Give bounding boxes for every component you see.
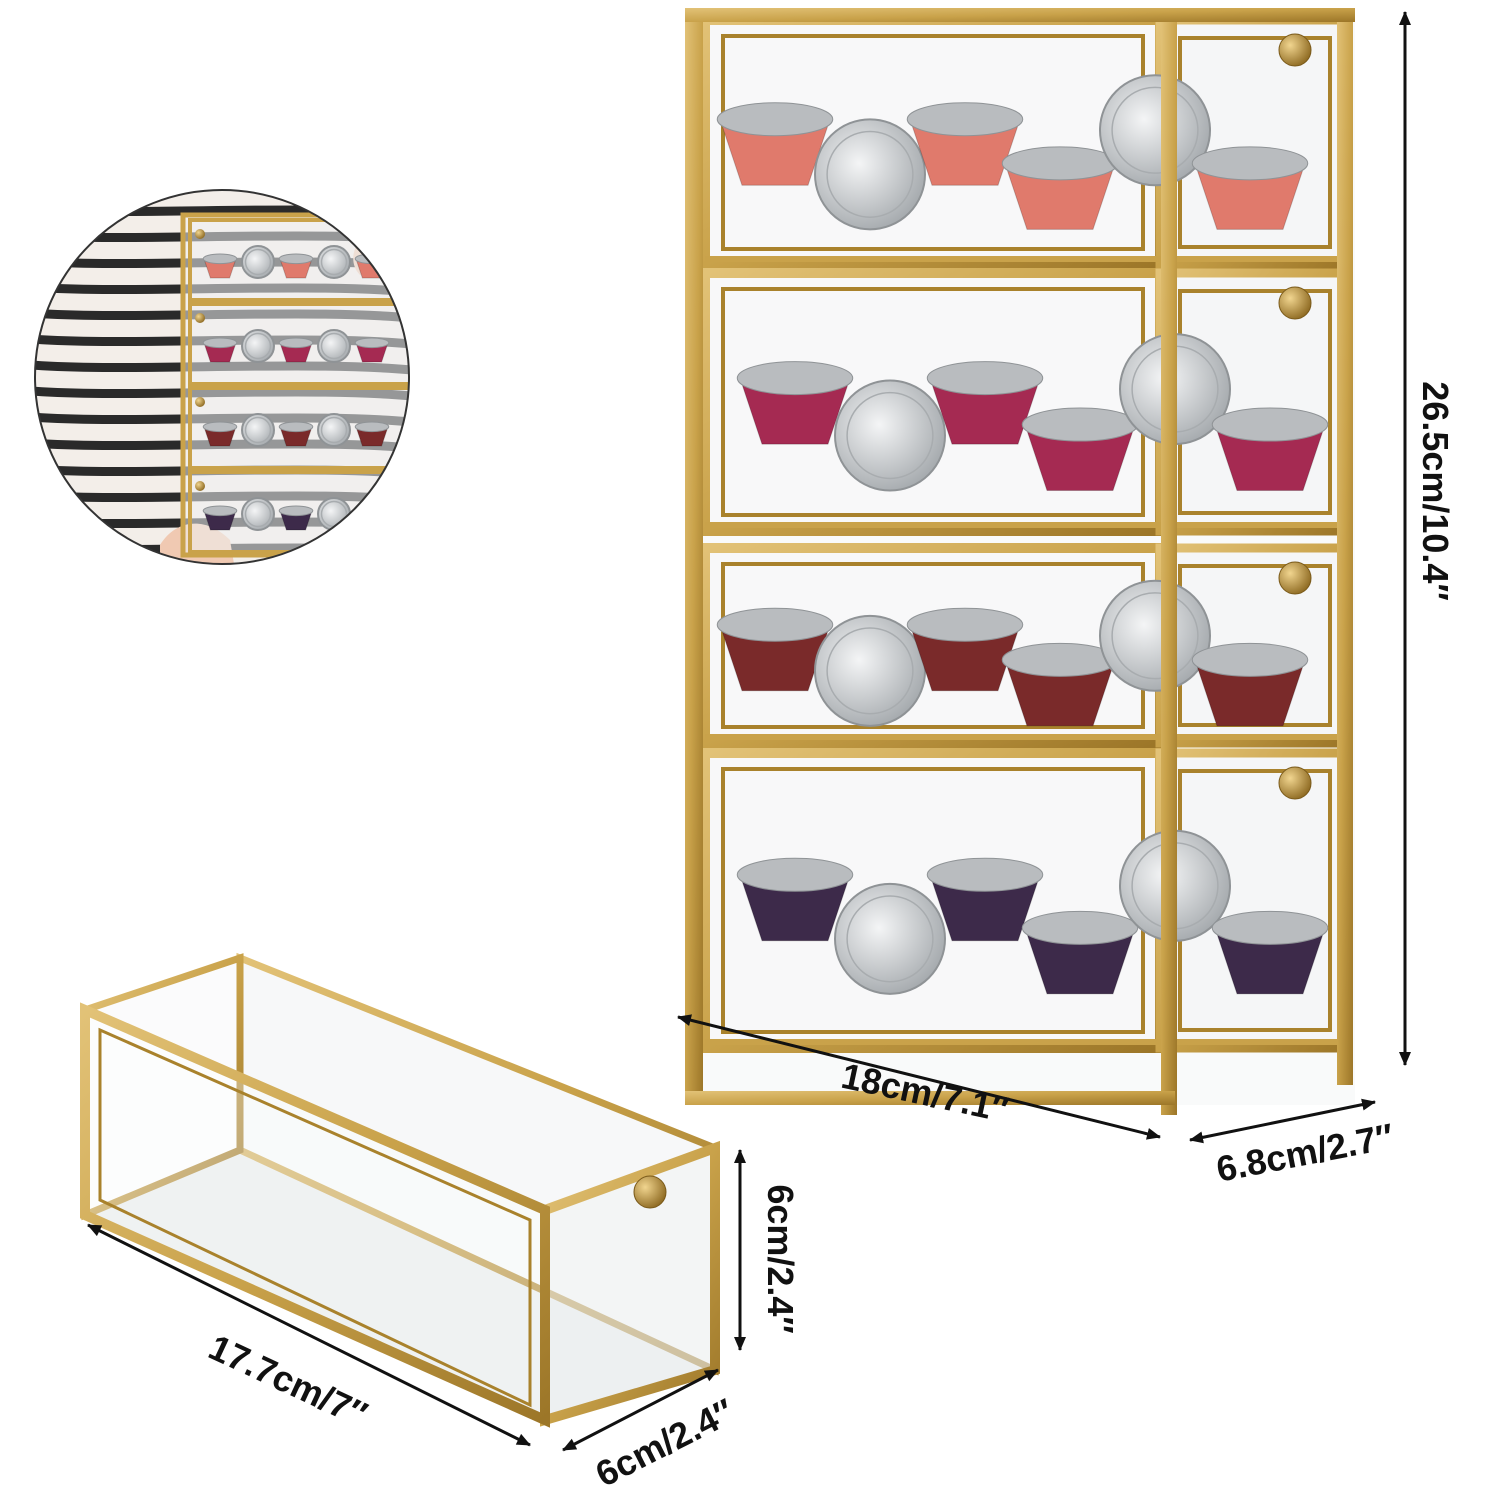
- round-knob-icon: [195, 313, 205, 323]
- tower-top-rail: [685, 8, 1355, 22]
- coffee-capsule: [241, 413, 275, 447]
- coffee-capsule: [202, 505, 238, 531]
- shirt-stripe: [20, 624, 430, 632]
- round-knob-icon: [1278, 766, 1312, 800]
- tower-drawer: [700, 15, 1350, 270]
- tower-drawer: [700, 268, 1350, 536]
- shirt-stripe: [20, 156, 430, 164]
- tower-left-post: [685, 8, 703, 1105]
- coffee-capsule: [1021, 407, 1139, 492]
- shirt-stripe: [20, 598, 430, 606]
- shirt-stripe: [20, 130, 430, 138]
- coffee-capsule: [202, 337, 238, 363]
- coffee-capsule: [906, 102, 1024, 186]
- coffee-capsule: [906, 607, 1024, 692]
- coffee-capsule: [354, 337, 390, 363]
- four-drawer-tower: [685, 8, 1355, 1115]
- coffee-capsule: [317, 329, 351, 363]
- round-knob-icon: [195, 229, 205, 239]
- coffee-capsule: [1099, 74, 1211, 187]
- mini-drawer: [188, 302, 409, 386]
- coffee-capsule: [241, 329, 275, 363]
- coffee-capsule: [317, 497, 351, 531]
- hand-holding-organizer-icon: [160, 205, 409, 564]
- coffee-capsule: [926, 857, 1044, 942]
- coffee-capsule: [814, 118, 926, 231]
- tower-width-arrow: [677, 1014, 1161, 1140]
- coffee-capsule: [926, 361, 1044, 445]
- coffee-capsule: [1099, 579, 1211, 692]
- round-knob-icon: [1278, 561, 1312, 595]
- coffee-capsule: [1021, 910, 1139, 995]
- shirt-stripe: [35, 190, 409, 195]
- shirt-stripe: [20, 676, 430, 684]
- coffee-capsule: [1001, 642, 1119, 727]
- coffee-capsule: [241, 245, 275, 279]
- coffee-capsule: [317, 245, 351, 279]
- tower-drawer: [700, 748, 1350, 1053]
- coffee-capsule: [278, 505, 314, 531]
- tower-drawer: [700, 543, 1350, 748]
- coffee-capsule: [1191, 642, 1309, 727]
- coffee-capsule: [202, 421, 238, 447]
- coffee-capsule: [317, 413, 351, 447]
- mini-drawer: [188, 386, 409, 470]
- inset-photo: [20, 130, 430, 684]
- round-knob-icon: [195, 481, 205, 491]
- round-knob-icon: [1278, 286, 1312, 320]
- coffee-capsule: [278, 421, 314, 447]
- coffee-capsule: [278, 253, 314, 279]
- shirt-stripe: [20, 572, 430, 580]
- coffee-capsule: [1211, 910, 1329, 995]
- tower-front-right-post: [1161, 8, 1177, 1115]
- tower-height-label: 26.5cm/10.4″: [1415, 381, 1456, 601]
- coffee-capsule: [716, 102, 834, 186]
- coffee-capsule: [354, 421, 390, 447]
- coffee-capsule: [1191, 146, 1309, 230]
- coffee-capsule: [1211, 407, 1329, 492]
- coffee-capsule: [736, 361, 854, 445]
- drawer-depth-arrow: [562, 1368, 719, 1452]
- coffee-capsule: [354, 505, 390, 531]
- coffee-capsule: [834, 882, 946, 995]
- round-knob-icon: [195, 397, 205, 407]
- shirt-stripe: [20, 650, 430, 658]
- coffee-capsule: [1001, 146, 1119, 230]
- tower-depth-arrow: [1189, 1098, 1376, 1144]
- coffee-capsule: [278, 337, 314, 363]
- coffee-capsule: [834, 379, 946, 492]
- coffee-capsule: [814, 614, 926, 727]
- drawer-width-arrow: [87, 1223, 531, 1447]
- coffee-capsule: [716, 607, 834, 692]
- tower-back-right-post: [1337, 8, 1353, 1085]
- mini-drawer: [188, 218, 409, 302]
- round-knob-icon: [633, 1175, 667, 1209]
- coffee-capsule: [241, 497, 275, 531]
- coffee-capsule: [736, 857, 854, 942]
- coffee-capsule: [202, 253, 238, 279]
- drawer-height-label: 6cm/2.4″: [760, 1184, 801, 1334]
- round-knob-icon: [1278, 33, 1312, 67]
